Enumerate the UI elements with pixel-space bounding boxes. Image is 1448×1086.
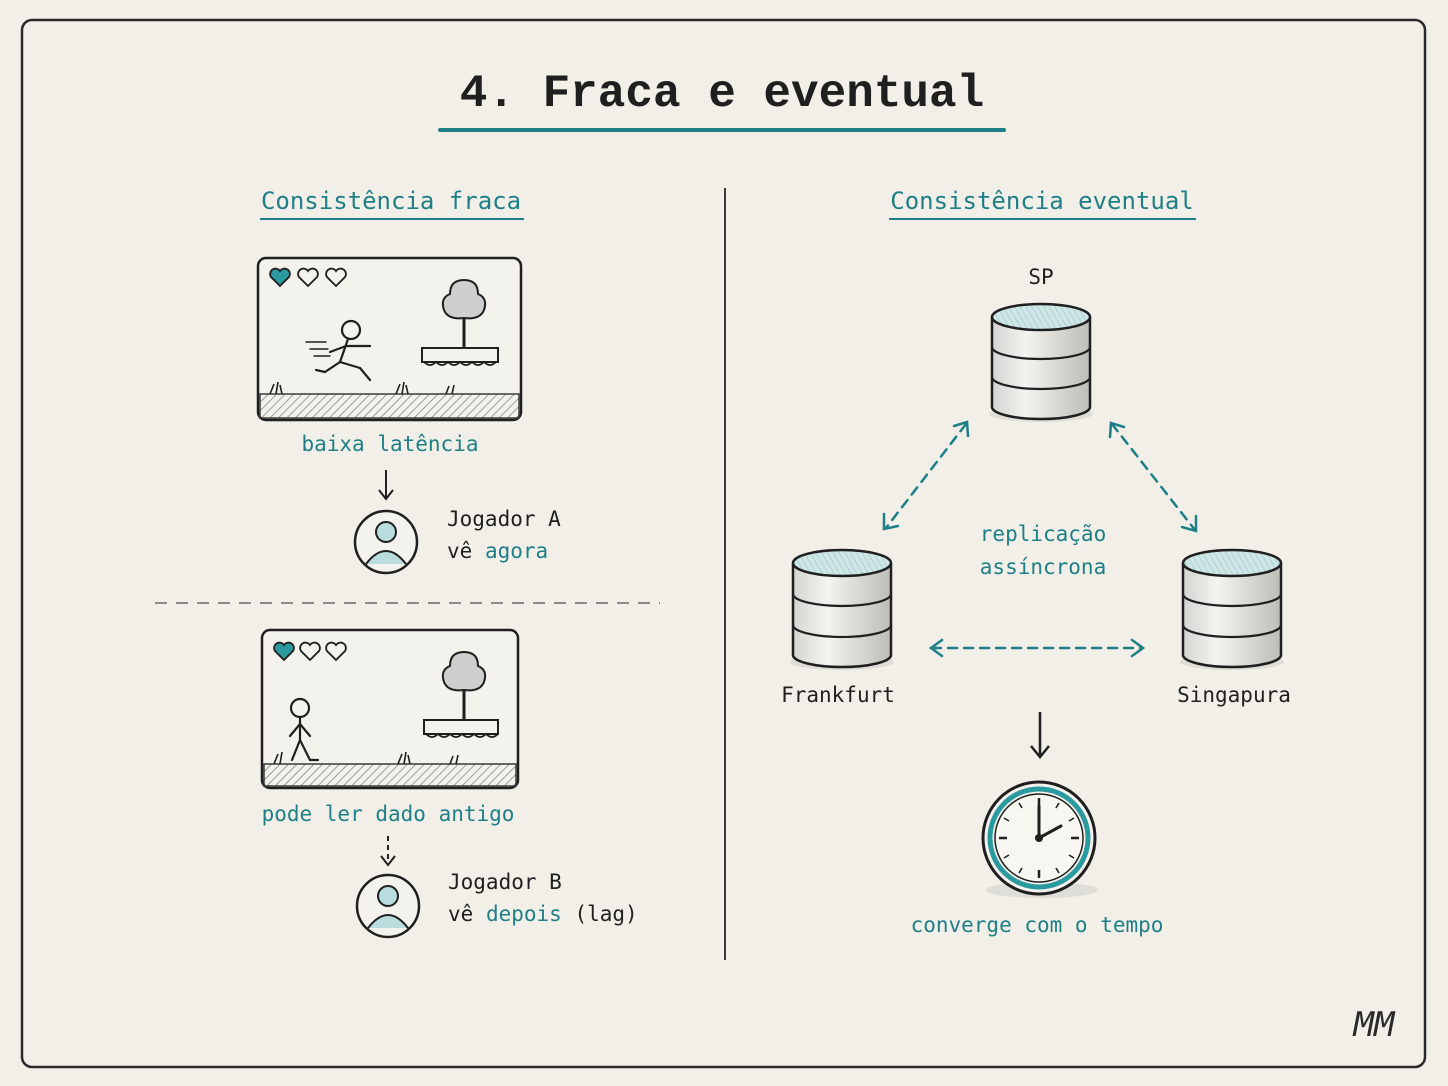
page-title: 4. Fraca e eventual: [460, 68, 985, 120]
tree-icon: [423, 650, 499, 738]
game-screen-b: [260, 628, 520, 790]
screen-b-label: pode ler dado antigo: [262, 802, 515, 826]
tree-icon: [421, 278, 499, 366]
clock-label: converge com o tempo: [911, 913, 1164, 937]
replication-arrow-sp-frankfurt: [882, 420, 970, 531]
heart-icon-empty: [297, 267, 347, 288]
replication-label-line1: replicação: [980, 522, 1106, 546]
player-b-sees: vê depois (lag): [448, 902, 638, 926]
heart-icon-empty: [299, 641, 347, 662]
node-label-singapura: Singapura: [1177, 683, 1291, 707]
replication-arrow-frankfurt-singapura: [928, 638, 1146, 658]
weak-heading: Consistência fraca: [261, 187, 521, 215]
standing-figure-icon: [288, 697, 320, 762]
arrow-down-dashed-b: [380, 836, 396, 867]
grass-icon: [273, 751, 459, 765]
player-a-name: Jogador A: [447, 507, 561, 531]
replication-label-line2: assíncrona: [980, 555, 1106, 579]
clock-icon: [981, 780, 1098, 898]
avatar-icon: [355, 873, 421, 939]
screen-a-label: baixa latência: [301, 432, 478, 456]
game-screen-a: [256, 256, 523, 422]
node-label-sp: SP: [1028, 265, 1053, 289]
database-icon-singapura: [1180, 548, 1284, 670]
grass-icon: [269, 381, 455, 395]
node-label-frankfurt: Frankfurt: [781, 683, 895, 707]
database-icon-sp: [989, 302, 1093, 422]
arrow-down-a: [378, 470, 394, 501]
heart-icon-full: [273, 641, 295, 662]
player-b-name: Jogador B: [448, 870, 562, 894]
signature: MM: [1353, 1005, 1396, 1045]
replication-arrow-sp-singapura: [1108, 421, 1198, 533]
eventual-heading: Consistência eventual: [890, 187, 1193, 215]
running-figure-icon: [305, 319, 372, 382]
outer-frame: [20, 18, 1427, 1069]
heart-icon-full: [269, 267, 291, 288]
player-a-sees: vê agora: [447, 539, 548, 563]
database-icon-frankfurt: [790, 548, 894, 670]
arrow-down-clock: [1030, 712, 1050, 759]
avatar-icon: [353, 509, 419, 575]
